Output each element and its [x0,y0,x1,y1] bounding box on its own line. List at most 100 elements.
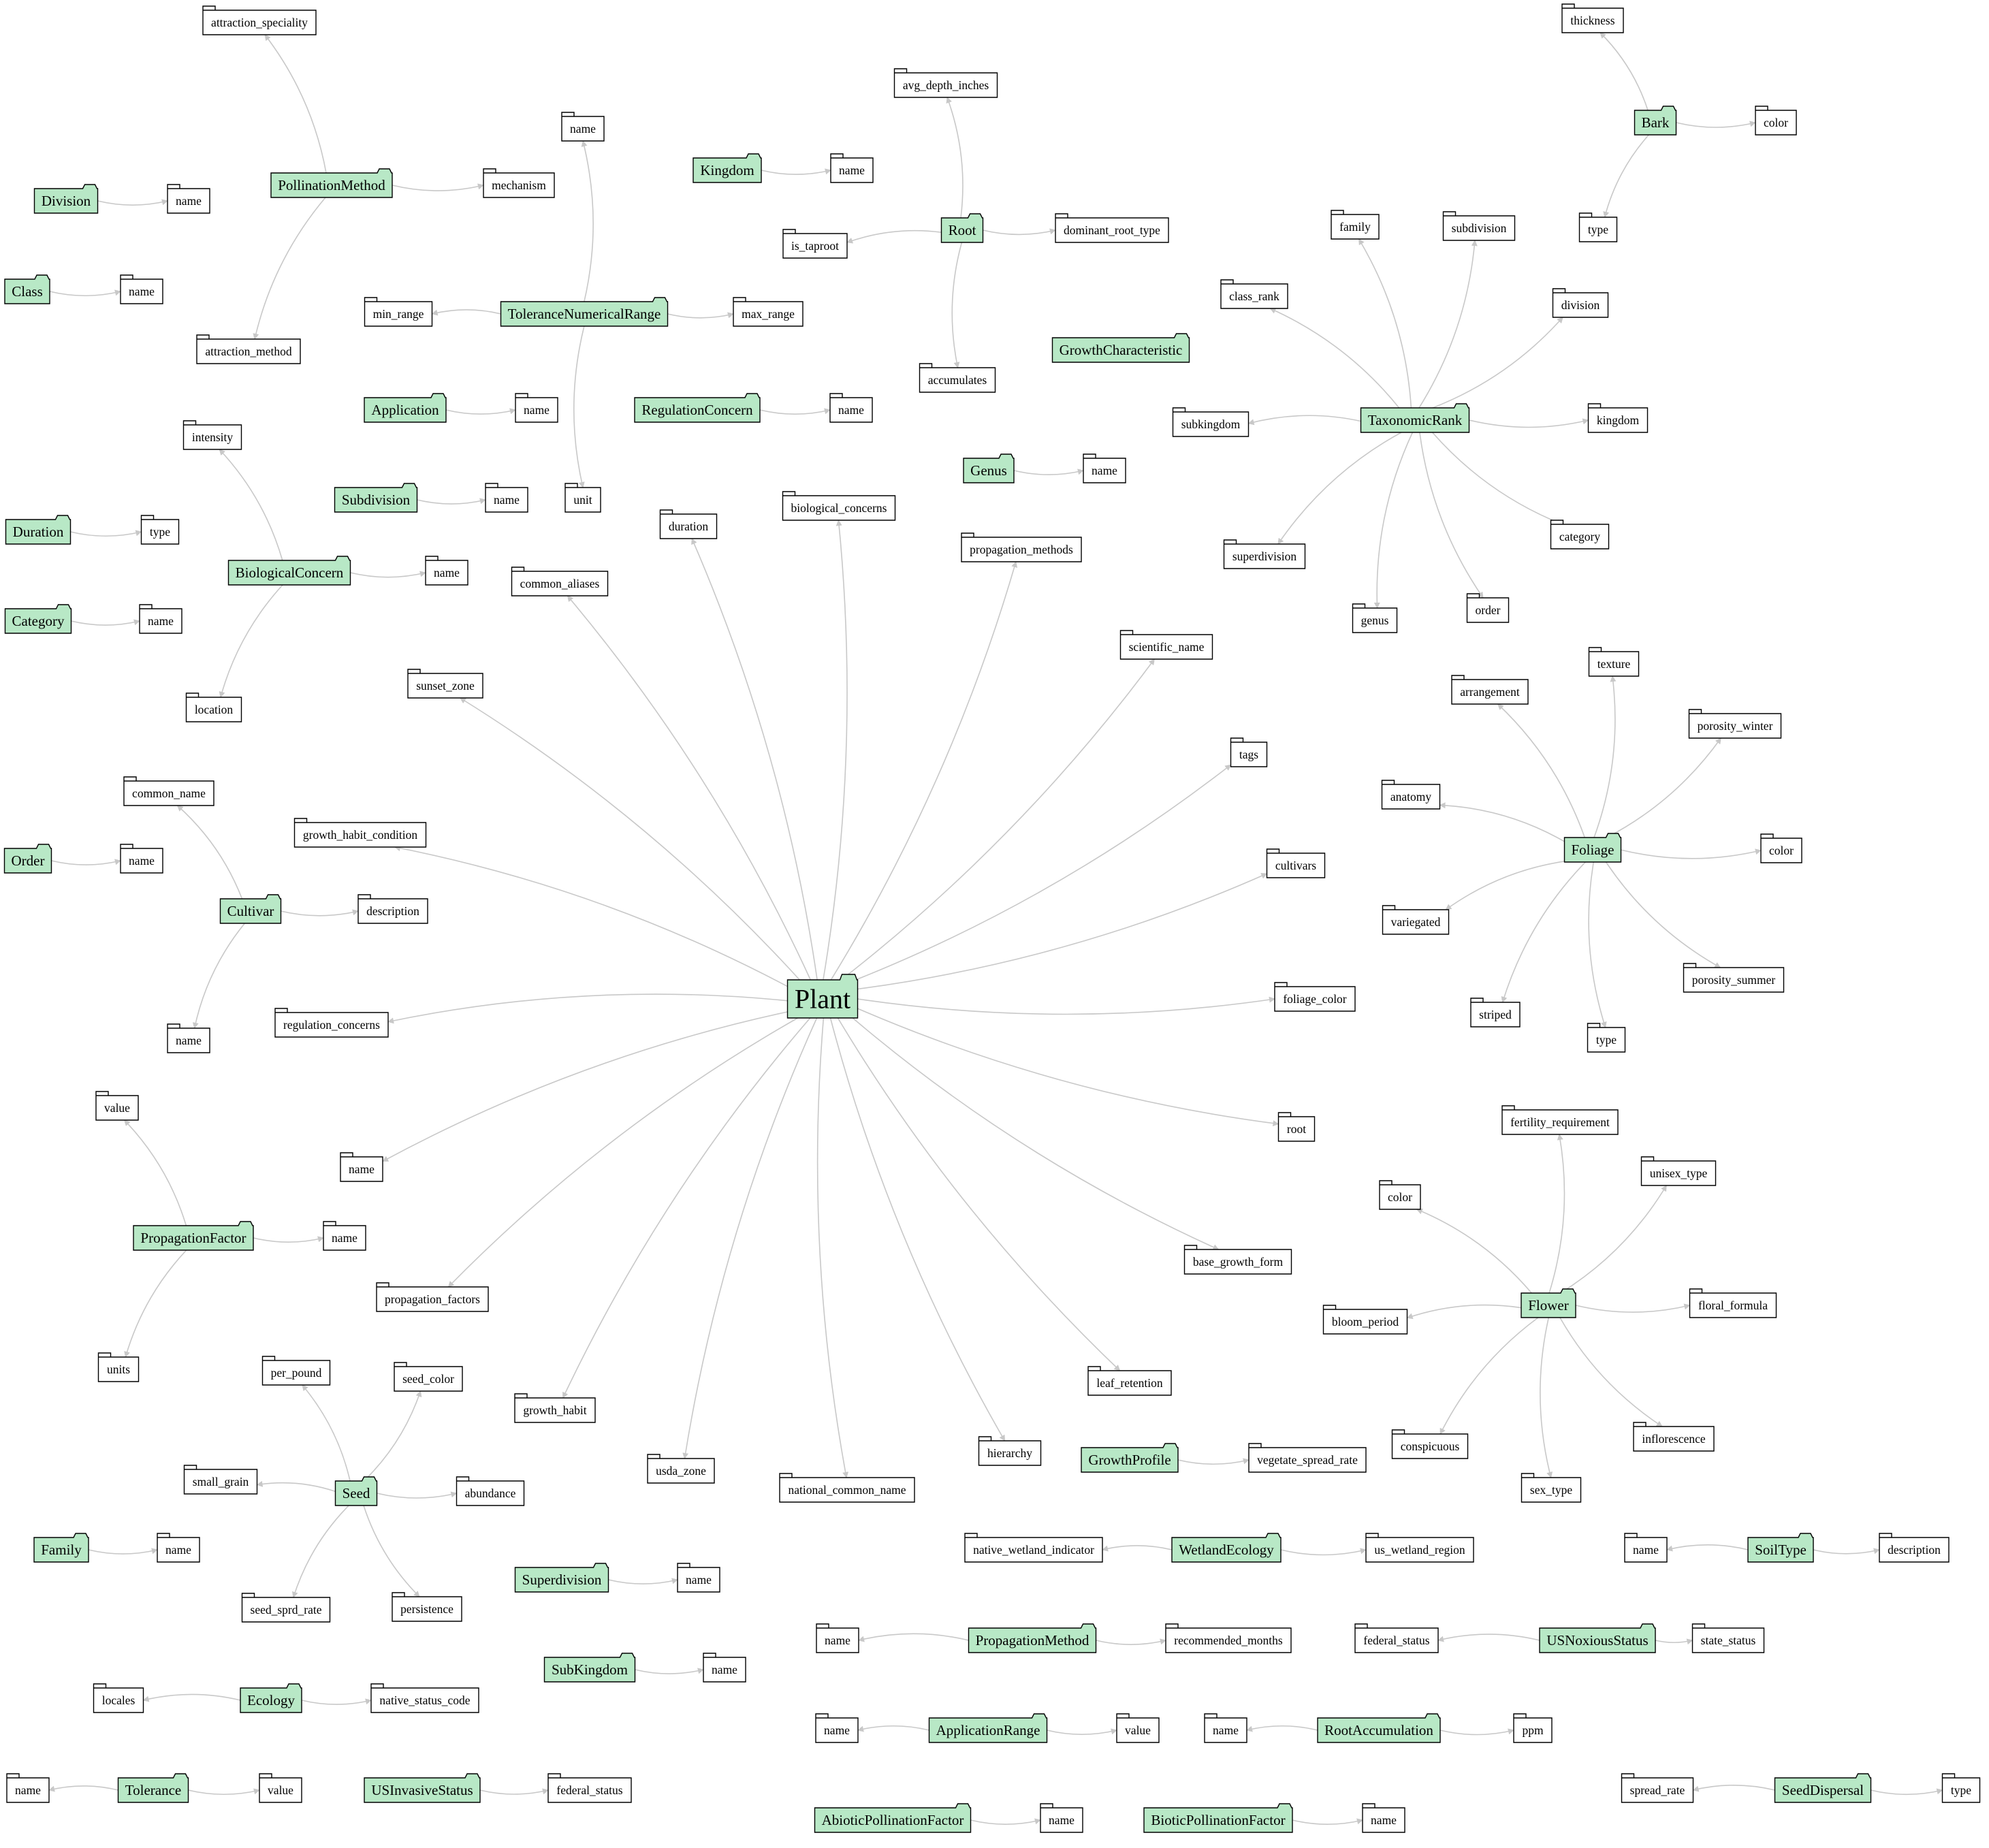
entity-node-seed-dispersal[interactable]: SeedDispersal [1774,1773,1872,1803]
attribute-node-pf-name[interactable]: name [323,1221,366,1251]
entity-node-tolerance-range[interactable]: ToleranceNumericalRange [500,297,669,327]
attribute-node-tr-name[interactable]: name [561,112,605,142]
attribute-node-tx-superdivision[interactable]: superdivision [1223,539,1306,569]
entity-node-category[interactable]: Category [4,604,72,634]
attribute-node-class-name[interactable]: name [120,274,163,304]
attribute-node-seed-per-pound[interactable]: per_pound [261,1356,331,1386]
attribute-node-genus-name[interactable]: name [1083,453,1126,483]
attribute-node-application-name[interactable]: name [515,393,558,423]
attribute-node-ec-locales[interactable]: locales [93,1683,144,1713]
attribute-node-p-growth-habit-condition[interactable]: growth_habit_condition [293,818,427,848]
attribute-node-p-regulation-concerns[interactable]: regulation_concerns [274,1008,389,1038]
attribute-node-regulation-concern-name[interactable]: name [829,393,873,423]
attribute-node-fo-variegated[interactable]: variegated [1382,905,1450,935]
entity-node-superdivision[interactable]: Superdivision [514,1563,609,1593]
entity-node-root-accumulation[interactable]: RootAccumulation [1317,1713,1441,1743]
attribute-node-p-base-growth-form[interactable]: base_growth_form [1183,1245,1292,1275]
entity-node-biotic-pf[interactable]: BioticPollinationFactor [1143,1803,1293,1833]
attribute-node-bc-intensity[interactable]: intensity [182,420,242,450]
attribute-node-st-description[interactable]: description [1879,1533,1950,1563]
attribute-node-root-avg-depth[interactable]: avg_depth_inches [893,68,998,98]
attribute-node-we-native-indicator[interactable]: native_wetland_indicator [964,1533,1103,1563]
entity-node-application-range[interactable]: ApplicationRange [928,1713,1048,1743]
attribute-node-pm-attraction-speciality[interactable]: attraction_speciality [202,5,317,35]
entity-node-regulation-concern[interactable]: RegulationConcern [634,393,761,423]
attribute-node-prm-recommended-months[interactable]: recommended_months [1165,1623,1292,1653]
entity-node-subkingdom[interactable]: SubKingdom [543,1653,636,1683]
attribute-node-sd-spread-rate[interactable]: spread_rate [1621,1773,1694,1803]
attribute-node-fo-anatomy[interactable]: anatomy [1381,780,1441,810]
attribute-node-p-root[interactable]: root [1277,1112,1316,1142]
attribute-node-tr-max-range[interactable]: max_range [733,297,803,327]
attribute-node-fl-color[interactable]: color [1379,1180,1421,1210]
attribute-node-gp-vegetate-spread-rate[interactable]: vegetate_spread_rate [1248,1443,1367,1473]
entity-node-subdivision[interactable]: Subdivision [334,483,418,513]
attribute-node-p-biological-concerns[interactable]: biological_concerns [782,491,896,521]
attribute-node-p-duration[interactable]: duration [659,509,718,539]
attribute-node-category-name[interactable]: name [139,604,182,634]
entity-node-growth-characteristic[interactable]: GrowthCharacteristic [1051,333,1190,363]
attribute-node-st-name[interactable]: name [1624,1533,1668,1563]
attribute-node-p-leaf-retention[interactable]: leaf_retention [1087,1366,1172,1396]
entity-node-flower[interactable]: Flower [1521,1288,1576,1318]
attribute-node-abiotic-name[interactable]: name [1040,1803,1083,1833]
attribute-node-subdivision-name[interactable]: name [485,483,528,513]
attribute-node-tx-family[interactable]: family [1331,210,1380,240]
attribute-node-biotic-name[interactable]: name [1362,1803,1405,1833]
attribute-node-tx-kingdom[interactable]: kingdom [1587,403,1649,433]
attribute-node-ra-ppm[interactable]: ppm [1513,1713,1553,1743]
attribute-node-duration-type[interactable]: type [140,515,180,545]
attribute-node-pm-attraction-method[interactable]: attraction_method [196,334,301,364]
attribute-node-root-accumulates[interactable]: accumulates [919,363,996,393]
attribute-node-p-growth-habit[interactable]: growth_habit [514,1393,596,1423]
entity-node-us-invasive[interactable]: USInvasiveStatus [364,1773,481,1803]
entity-node-genus[interactable]: Genus [963,453,1015,483]
attribute-node-cu-name[interactable]: name [167,1023,210,1053]
attribute-node-p-hierarchy[interactable]: hierarchy [978,1436,1042,1466]
attribute-node-root-is-taproot[interactable]: is_taproot [782,229,848,259]
attribute-node-ar-value[interactable]: value [1116,1713,1160,1743]
attribute-node-root-dominant-type[interactable]: dominant_root_type [1055,213,1169,243]
entity-node-pollination-method[interactable]: PollinationMethod [270,168,393,198]
entity-node-class[interactable]: Class [4,274,50,304]
attribute-node-nox-federal-status[interactable]: federal_status [1354,1623,1439,1653]
attribute-node-tx-genus[interactable]: genus [1352,603,1398,633]
attribute-node-p-name[interactable]: name [340,1152,383,1182]
attribute-node-fo-porosity-winter[interactable]: porosity_winter [1688,709,1782,739]
attribute-node-p-national-common-name[interactable]: national_common_name [779,1473,915,1503]
attribute-node-fo-striped[interactable]: striped [1470,998,1521,1027]
attribute-node-fo-porosity-summer[interactable]: porosity_summer [1683,963,1785,993]
attribute-node-seed-abundance[interactable]: abundance [456,1476,525,1506]
entity-node-abiotic-pf[interactable]: AbioticPollinationFactor [814,1803,972,1833]
attribute-node-p-usda-zone[interactable]: usda_zone [647,1454,715,1484]
attribute-node-family-name[interactable]: name [157,1533,200,1563]
attribute-node-tol-name[interactable]: name [6,1773,50,1803]
attribute-node-fo-arrangement[interactable]: arrangement [1451,675,1529,705]
attribute-node-p-propagation-methods[interactable]: propagation_methods [961,532,1082,562]
entity-node-family[interactable]: Family [33,1533,89,1563]
attribute-node-fl-fertility[interactable]: fertility_requirement [1501,1105,1619,1135]
attribute-node-fl-unisex-type[interactable]: unisex_type [1640,1156,1717,1186]
attribute-node-order-name[interactable]: name [120,844,163,874]
attribute-node-bark-type[interactable]: type [1578,212,1618,242]
attribute-node-seed-persistence[interactable]: persistence [392,1592,462,1622]
attribute-node-sd-type[interactable]: type [1941,1773,1981,1803]
attribute-node-p-cultivars[interactable]: cultivars [1266,848,1326,878]
attribute-node-p-common-aliases[interactable]: common_aliases [511,567,609,596]
entity-node-application[interactable]: Application [364,393,447,423]
attribute-node-tx-order[interactable]: order [1466,593,1510,623]
entity-node-foliage[interactable]: Foliage [1563,833,1622,863]
entity-node-biological-concern[interactable]: BiologicalConcern [227,556,351,586]
attribute-node-inv-federal-status[interactable]: federal_status [547,1773,632,1803]
attribute-node-division-name[interactable]: name [167,184,210,214]
attribute-node-kingdom-name[interactable]: name [830,153,874,183]
attribute-node-fo-type[interactable]: type [1587,1023,1626,1053]
attribute-node-bc-name[interactable]: name [425,556,468,586]
attribute-node-fo-color[interactable]: color [1760,833,1802,863]
entity-node-tolerance[interactable]: Tolerance [117,1773,189,1803]
attribute-node-bark-color[interactable]: color [1755,106,1797,136]
attribute-node-fl-floral-formula[interactable]: floral_formula [1689,1288,1777,1318]
entity-node-kingdom[interactable]: Kingdom [693,153,762,183]
entity-node-cultivar[interactable]: Cultivar [219,894,282,924]
attribute-node-tx-division[interactable]: division [1552,288,1609,318]
